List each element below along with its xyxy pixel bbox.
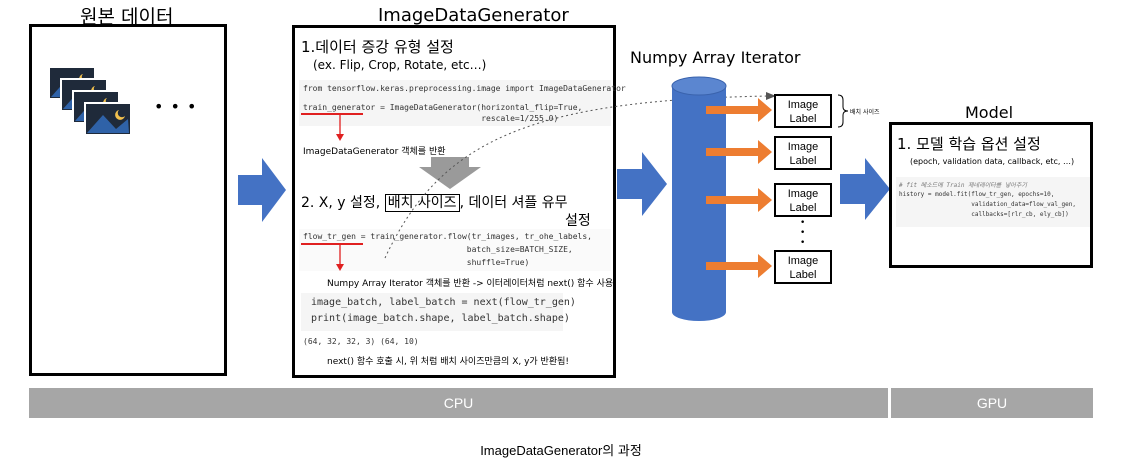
batch-size-note: 배치 사이즈: [850, 109, 880, 116]
code-line: from tensorflow.keras.preprocessing.imag…: [303, 84, 626, 93]
code-block-generator: from tensorflow.keras.preprocessing.imag…: [299, 80, 626, 126]
code-line: validation_data=flow_val_gen,: [899, 201, 1077, 208]
flow-arrow-icon: [617, 152, 667, 216]
code-line: history = model.fit(flow_tr_gen, epochs=…: [899, 191, 1055, 198]
more-ellipsis: • • •: [154, 97, 198, 116]
cpu-bar: CPU: [29, 388, 888, 418]
model-header: Model: [965, 103, 1014, 122]
code-line: image_batch, label_batch = next(flow_tr_…: [311, 297, 576, 308]
dotted-connector: [384, 92, 776, 259]
model-panel: 1. 모델 학습 옵션 설정 (epoch, validation data, …: [889, 122, 1093, 268]
brace-icon: [837, 94, 849, 128]
code-comment: # fit 메소드에 Train 제네레이터를 넣어주기: [899, 182, 1027, 189]
more-vdots: • • •: [800, 218, 806, 248]
code-line: callbacks=[rlr_cb, ely_cb]): [899, 211, 1069, 218]
highlight-underline: [301, 113, 363, 115]
down-arrow-icon: [336, 114, 344, 141]
batch-size-highlight: 배치 사이즈: [384, 194, 460, 212]
note-generator: ImageDataGenerator 객체를 반환: [303, 147, 446, 157]
step2-title: 2. X, y 설정, 배치 사이즈, 데이터 셔플 유무: [301, 194, 568, 212]
model-step-subtitle: (epoch, validation data, callback, etc, …: [910, 157, 1075, 166]
generator-panel: 1.데이터 증강 유형 설정 (ex. Flip, Crop, Rotate, …: [292, 25, 626, 378]
down-arrow-icon: [336, 244, 344, 271]
code-line: print(image_batch.shape, label_batch.sha…: [311, 313, 570, 324]
step1-title: 1.데이터 증강 유형 설정: [301, 38, 454, 56]
note-iterator: Numpy Array Iterator 객체를 반환 -> 이터레이터처럼 n…: [327, 279, 613, 289]
orange-arrows: [706, 98, 772, 278]
generator-title: ImageDataGenerator: [378, 5, 569, 26]
code-line: train_generator = ImageDataGenerator(hor…: [303, 103, 583, 112]
code-block-next: image_batch, label_batch = next(flow_tr_…: [301, 293, 576, 331]
code-output: (64, 32, 32, 3) (64, 10): [303, 337, 419, 346]
code-line: flow_tr_gen = train_generator.flow(tr_im…: [303, 232, 592, 241]
gpu-bar: GPU: [891, 388, 1093, 418]
down-arrow-icon: [419, 157, 481, 189]
source-title: 원본 데이터: [80, 6, 174, 28]
image-thumbnail: [84, 102, 132, 136]
step1-subtitle: (ex. Flip, Crop, Rotate, etc…): [313, 58, 487, 72]
note-next: next() 함수 호출 시, 위 처럼 배치 사이즈만큼의 X, y가 반환됨…: [327, 357, 569, 367]
model-step-title: 1. 모델 학습 옵션 설정: [897, 135, 1041, 153]
flow-arrow-icon: [840, 158, 890, 220]
code-line: batch_size=BATCH_SIZE,: [303, 245, 573, 254]
caption: ImageDataGenerator의 과정: [480, 443, 642, 458]
source-panel: • • •: [29, 24, 227, 376]
image-stack-icon: [48, 66, 132, 136]
code-line: shuffle=True): [303, 258, 530, 267]
highlight-underline: [301, 243, 363, 245]
flow-arrow-icon: [238, 158, 286, 222]
code-block-fit: # fit 메소드에 Train 제네레이터를 넣어주기 history = m…: [896, 177, 1090, 227]
code-block-flow: flow_tr_gen = train_generator.flow(tr_im…: [299, 229, 611, 271]
code-line: rescale=1/255.0): [303, 114, 559, 123]
iterator-title: Numpy Array Iterator: [630, 48, 801, 67]
step2-title-cont: 설정: [565, 213, 591, 229]
